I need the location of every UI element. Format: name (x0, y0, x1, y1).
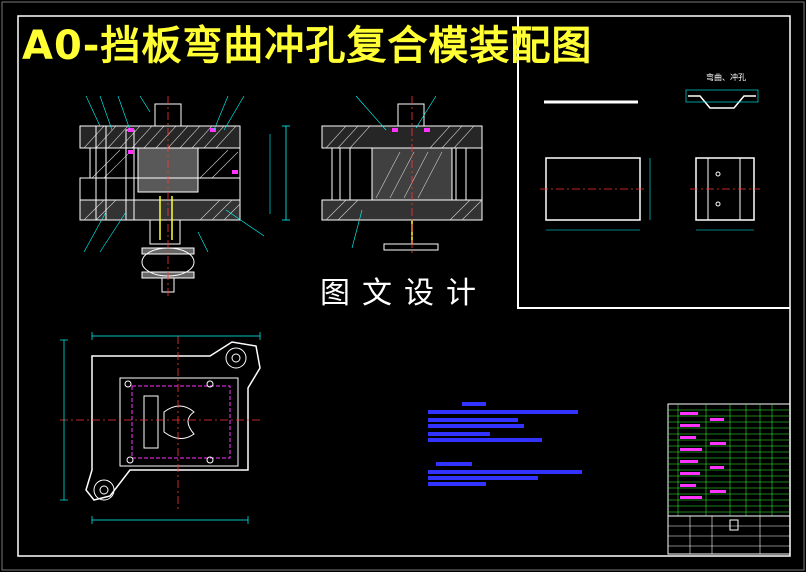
technical-notes (428, 402, 582, 486)
side-section-view (321, 95, 483, 256)
drawing-title: A0-挡板弯曲冲孔复合模装配图 (22, 23, 593, 69)
bom-title-block (667, 403, 791, 555)
part-view-frame (517, 16, 790, 309)
watermark-text: 图文设计 (320, 276, 488, 311)
drawing-inner-border (17, 15, 791, 557)
part-views (540, 89, 760, 231)
front-section-view (79, 95, 290, 296)
part-process-label: 弯曲、冲孔 (706, 73, 746, 82)
plan-view (60, 332, 261, 524)
